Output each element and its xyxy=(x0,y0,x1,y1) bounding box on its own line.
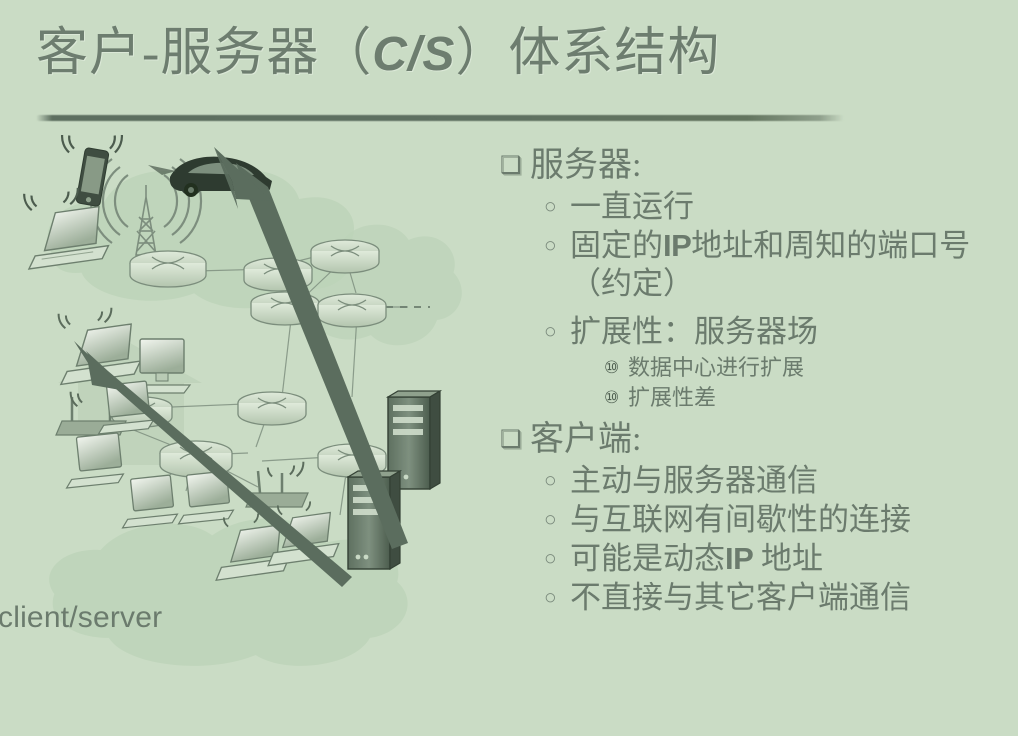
spacer xyxy=(500,412,1010,420)
router-core-2 xyxy=(310,239,380,274)
bullet-text-post: 地址和周知的端口号（约定） xyxy=(570,228,971,301)
circle-bullet-icon: ○ xyxy=(544,586,557,609)
bullet-level2-fixed-ip: ○ 固定的IP地址和周知的端口号（约定） xyxy=(544,227,1010,303)
inst-desktop-4 xyxy=(177,470,235,525)
bullet-text: 客户端: xyxy=(530,421,642,458)
bullet-text: 一直运行 xyxy=(570,189,694,224)
square-bullet-icon: ❑ xyxy=(500,152,522,179)
circle-bullet-icon: ○ xyxy=(544,508,557,531)
square-bullet-icon: ❑ xyxy=(500,426,522,453)
bullet-text: 扩展性：服务器场 xyxy=(570,314,818,349)
page-title-part-1: 客户-服务器（ xyxy=(36,25,373,82)
title-divider xyxy=(36,115,844,121)
bullet-level2-dynamic-ip: ○ 可能是动态IP 地址 xyxy=(544,540,1010,578)
client-server-label: client/server xyxy=(0,601,163,634)
inst-wireless-ap-icon xyxy=(245,461,309,508)
circle-bullet-icon: ○ xyxy=(544,469,557,492)
arrow-server-to-home-laptop xyxy=(74,341,352,587)
bullet-text: 服务器: xyxy=(530,147,642,184)
bullet-text-ip: IP xyxy=(725,541,754,576)
bullet-text: 数据中心进行扩展 xyxy=(628,355,805,380)
page-title-cs: C/S xyxy=(372,28,456,81)
circle-bullet-icon: ○ xyxy=(544,195,557,218)
inst-desktop-3 xyxy=(121,474,179,529)
bullet-level1-server: ❑ 服务器: xyxy=(500,146,1010,186)
bullet-level2-initiate-comm: ○ 主动与服务器通信 xyxy=(544,462,1010,500)
router-core-4 xyxy=(317,293,387,328)
circled-ten-bullet-icon: ⑩ xyxy=(604,388,620,407)
bullet-text: 不直接与其它客户端通信 xyxy=(570,580,911,615)
bullet-level2-no-direct-client-comm: ○ 不直接与其它客户端通信 xyxy=(544,579,1010,617)
bullet-level2-scalability: ○ 扩展性：服务器场 xyxy=(544,313,1010,351)
bullet-text-ip: IP xyxy=(663,228,692,263)
wifi-waves xyxy=(60,135,124,154)
spacer xyxy=(500,304,1010,313)
arrow-server-to-car xyxy=(214,147,408,549)
laptop-icon-mobile xyxy=(23,187,110,270)
bullet-text: 固定的IP地址和周知的端口号（约定） xyxy=(570,227,1010,303)
bullet-text-pre: 可能是动态 xyxy=(570,541,725,576)
router-mobile xyxy=(129,250,207,288)
bullet-text: 主动与服务器通信 xyxy=(570,463,818,498)
bullet-text-post: 地址 xyxy=(753,541,824,576)
circle-bullet-icon: ○ xyxy=(544,320,557,343)
bullet-text: 可能是动态IP 地址 xyxy=(570,540,823,578)
network-diagram: client/server xyxy=(0,135,470,735)
smartphone-icon xyxy=(60,135,124,207)
bullet-level2-intermittent: ○ 与互联网有间歇性的连接 xyxy=(544,501,1010,539)
router-inst-top xyxy=(237,391,307,426)
bullet-level1-client: ❑ 客户端: xyxy=(500,420,1010,460)
page-title-part-2: ）体系结构 xyxy=(455,25,721,82)
bullet-level3-poor-scalability: ⑩ 扩展性差 xyxy=(604,382,1010,413)
bullet-text: 与互联网有间歇性的连接 xyxy=(570,502,911,537)
circle-bullet-icon: ○ xyxy=(544,234,557,257)
bullet-text: 扩展性差 xyxy=(628,385,717,410)
bullet-text-pre: 固定的 xyxy=(570,228,663,263)
inst-desktop-2 xyxy=(65,432,125,489)
page-title: 客户-服务器（C/S）体系结构 xyxy=(36,28,720,80)
bullet-level3-datacenter: ⑩ 数据中心进行扩展 xyxy=(604,352,1010,383)
circle-bullet-icon: ○ xyxy=(544,547,557,570)
bullet-level2-always-on: ○ 一直运行 xyxy=(544,188,1010,226)
circled-ten-bullet-icon: ⑩ xyxy=(604,358,620,377)
content-list: ❑ 服务器: ○ 一直运行 ○ 固定的IP地址和周知的端口号（约定） ○ 扩展性… xyxy=(500,146,1010,618)
